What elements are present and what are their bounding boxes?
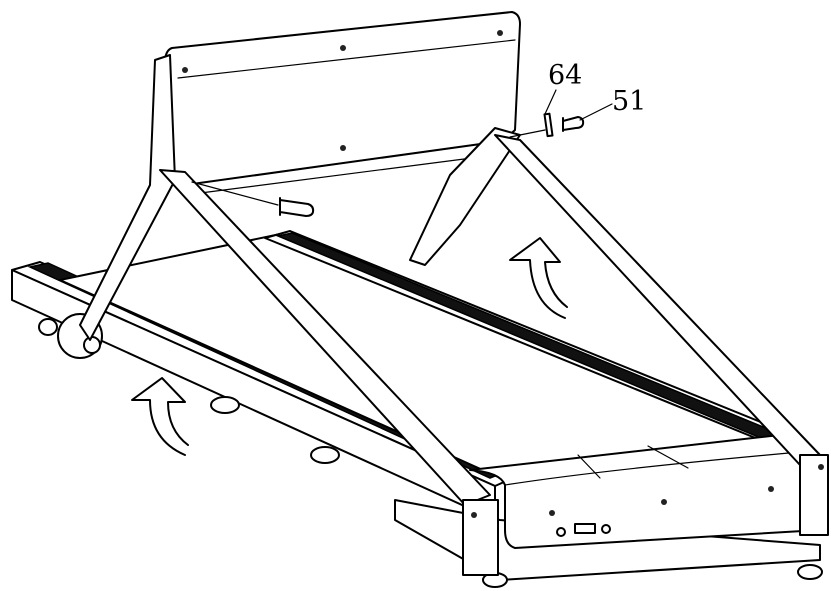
screw-right-icon bbox=[562, 116, 585, 131]
callout-51-leader bbox=[579, 103, 613, 121]
bolt-right bbox=[509, 112, 585, 138]
hood-screw-1 bbox=[549, 510, 555, 516]
hood-port-rect bbox=[574, 523, 596, 534]
hood-line-2 bbox=[647, 445, 689, 469]
callout-64-leader bbox=[544, 89, 557, 115]
hood-port-round-2 bbox=[601, 524, 611, 534]
curved-up-arrow-icon bbox=[131, 377, 189, 456]
foot-2 bbox=[310, 446, 340, 464]
callout-51-label: 51 bbox=[612, 86, 646, 117]
console-screw-4 bbox=[340, 145, 346, 151]
foot-1 bbox=[210, 396, 240, 414]
right-bolt-leader bbox=[509, 129, 546, 138]
screw-left-icon bbox=[279, 199, 315, 217]
washer-icon bbox=[543, 112, 554, 138]
curved-up-arrow-icon bbox=[509, 237, 568, 319]
callout-64-label: 64 bbox=[548, 60, 582, 91]
console-screw-2 bbox=[340, 45, 346, 51]
treadmill-deck bbox=[11, 230, 823, 588]
right-rotation-arrow bbox=[509, 237, 568, 319]
callout-64: 64 bbox=[544, 60, 582, 115]
left-upright-bracket bbox=[462, 499, 499, 576]
left-bracket-bolt bbox=[471, 512, 477, 518]
hood-line-1 bbox=[577, 454, 601, 479]
console-inner-edge bbox=[177, 39, 516, 79]
foot-4 bbox=[797, 564, 823, 580]
hood-port-round-1 bbox=[556, 527, 566, 537]
callout-51: 51 bbox=[579, 86, 646, 121]
left-bolt-leader bbox=[191, 181, 279, 206]
console-screw-3 bbox=[497, 30, 503, 36]
rear-roller-knob bbox=[38, 318, 58, 336]
left-handle-arm bbox=[79, 54, 176, 341]
hood-screw-2 bbox=[661, 499, 667, 505]
console-screw-1 bbox=[182, 67, 188, 73]
rear-roller-hub bbox=[83, 336, 101, 354]
right-upright bbox=[409, 127, 829, 536]
hood-seam bbox=[504, 451, 801, 486]
right-bracket-bolt bbox=[818, 464, 824, 470]
left-upright bbox=[79, 54, 499, 576]
left-rotation-arrow bbox=[131, 377, 189, 456]
left-upright-tube bbox=[159, 169, 491, 506]
bolt-left bbox=[191, 181, 315, 217]
hood-screw-3 bbox=[768, 486, 774, 492]
